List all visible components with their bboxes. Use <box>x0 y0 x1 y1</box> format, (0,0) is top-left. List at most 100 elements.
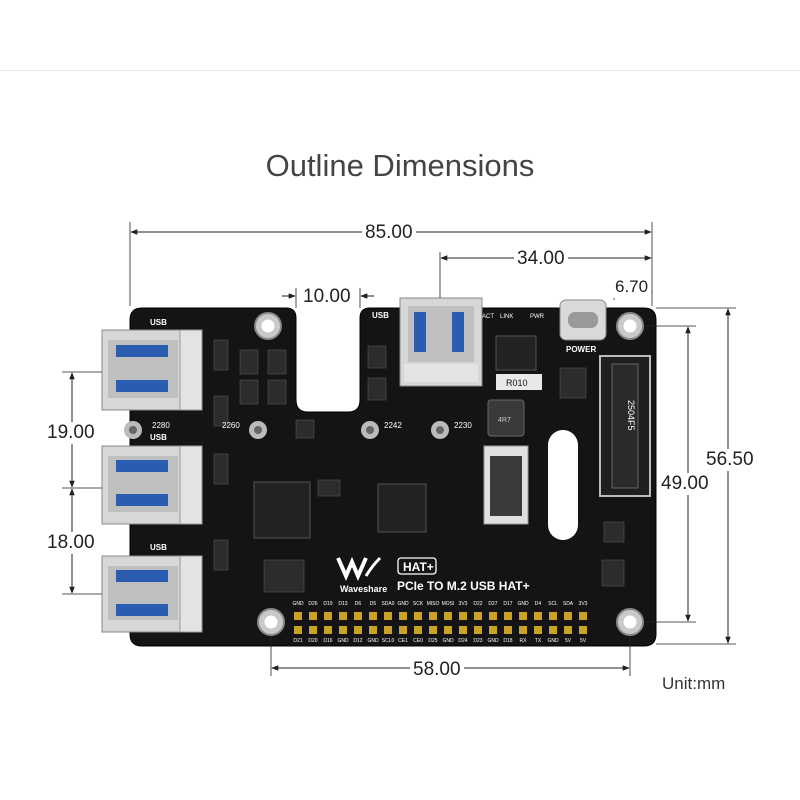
usb-port-2 <box>101 445 203 525</box>
gpio-pin <box>444 626 452 634</box>
dim-slot-width: 10.00 <box>300 286 354 308</box>
gpio-pin <box>474 612 482 620</box>
smd-components <box>213 339 625 593</box>
usb-label-2: USB <box>150 433 167 442</box>
gpio-pin <box>534 612 542 620</box>
gpio-pin <box>339 626 347 634</box>
pcb-board <box>129 307 657 647</box>
mounting-hole-top-right <box>616 312 644 340</box>
usb-port-top <box>399 297 483 387</box>
gpio-pin <box>459 612 467 620</box>
gpio-pin <box>489 626 497 634</box>
usb-label-1: USB <box>150 318 167 327</box>
m2-part-label: 2504F5 <box>626 400 636 431</box>
gpio-label-top: D19 <box>323 601 332 607</box>
gpio-label-bottom: GND <box>547 638 559 644</box>
usb-label-top: USB <box>372 311 389 320</box>
gpio-pin <box>534 626 542 634</box>
dim-height-total: 56.50 <box>703 449 757 471</box>
gpio-pin <box>324 626 332 634</box>
dim-width-total: 85.00 <box>362 222 416 244</box>
gpio-pin <box>444 612 452 620</box>
gpio-label-top: 3V3 <box>459 601 468 607</box>
gpio-label-top: SCL <box>548 601 558 607</box>
waveshare-logo <box>336 556 382 581</box>
led-link: LINK <box>500 314 513 320</box>
gpio-label-top: MOSI <box>442 601 455 607</box>
mounting-hole-top-left <box>254 312 282 340</box>
hat-badge: HAT+ <box>403 560 434 574</box>
gpio-label-bottom: D21 <box>293 638 302 644</box>
gpio-pin <box>369 626 377 634</box>
gpio-pin <box>549 612 557 620</box>
gpio-pin <box>354 612 362 620</box>
gpio-label-top: D26 <box>308 601 317 607</box>
gpio-pin <box>309 612 317 620</box>
dim-hole-spacing-v: 49.00 <box>658 473 712 495</box>
gpio-pin <box>414 626 422 634</box>
top-divider <box>0 70 800 71</box>
gpio-label-bottom: GND <box>487 638 499 644</box>
gpio-label-top: GND <box>517 601 529 607</box>
product-name: PCIe TO M.2 USB HAT+ <box>397 579 530 593</box>
led-act: ACT <box>482 314 494 320</box>
cable-slot <box>548 430 578 540</box>
usb-controller-chip <box>377 483 427 533</box>
pcie-switch-chip <box>253 481 311 539</box>
gpio-label-top: SDA <box>563 601 574 607</box>
gpio-label-bottom: GND <box>367 638 379 644</box>
gpio-label-top: SDA0 <box>381 601 394 607</box>
gpio-pin <box>459 626 467 634</box>
gpio-pin <box>489 612 497 620</box>
gpio-label-bottom: RX <box>520 638 528 644</box>
gpio-pin <box>384 626 392 634</box>
gpio-pin <box>354 626 362 634</box>
gpio-label-bottom: CE1 <box>398 638 408 644</box>
gpio-label-bottom: D23 <box>473 638 482 644</box>
gpio-pin <box>519 626 527 634</box>
hat-badge-frame <box>397 557 437 575</box>
voltage-regulator <box>495 335 537 371</box>
gpio-pin <box>504 612 512 620</box>
led-pwr: PWR <box>530 314 545 320</box>
gpio-label-bottom: D18 <box>503 638 512 644</box>
gpio-pin <box>564 626 572 634</box>
gpio-pin <box>339 612 347 620</box>
resistor-label: R010 <box>506 378 528 388</box>
gpio-label-top: SCK <box>413 601 424 607</box>
m2-standoff-2230 <box>431 421 449 439</box>
gpio-label-bottom: D24 <box>458 638 467 644</box>
gpio-pin <box>504 626 512 634</box>
usb-port-1 <box>101 329 203 411</box>
power-label: POWER <box>566 345 596 354</box>
gpio-label-bottom: D16 <box>323 638 332 644</box>
gpio-label-top: D22 <box>473 601 482 607</box>
m2-standoff-2242 <box>361 421 379 439</box>
gpio-label-bottom: 5V <box>580 638 587 644</box>
gpio-label-top: D17 <box>503 601 512 607</box>
gpio-pin <box>564 612 572 620</box>
inductor <box>487 399 525 437</box>
gpio-label-bottom: CE0 <box>413 638 423 644</box>
m2-size-2230: 2230 <box>454 421 472 430</box>
gpio-pin <box>519 612 527 620</box>
m2-standoff-2280 <box>124 421 142 439</box>
dim-corner-offset: 6.70 <box>612 276 652 298</box>
mounting-hole-bottom-left <box>257 608 285 636</box>
gpio-pin <box>474 626 482 634</box>
dim-usb-pitch-2: 18.00 <box>44 532 98 554</box>
dim-usb-pitch-1: 19.00 <box>44 422 98 444</box>
gpio-label-bottom: D25 <box>428 638 437 644</box>
gpio-pin <box>414 612 422 620</box>
gpio-header: GNDD21D26D20D19D16D13GNDD6D12D5GNDSDA0SC… <box>292 601 587 644</box>
m2-standoff-2260 <box>249 421 267 439</box>
gpio-pin <box>294 612 302 620</box>
gpio-pin <box>429 626 437 634</box>
gpio-pin <box>324 612 332 620</box>
gpio-label-bottom: 5V <box>565 638 572 644</box>
gpio-pin <box>549 626 557 634</box>
m2-size-2260: 2260 <box>222 421 240 430</box>
gpio-label-bottom: D20 <box>308 638 317 644</box>
gpio-label-top: D6 <box>355 601 362 607</box>
